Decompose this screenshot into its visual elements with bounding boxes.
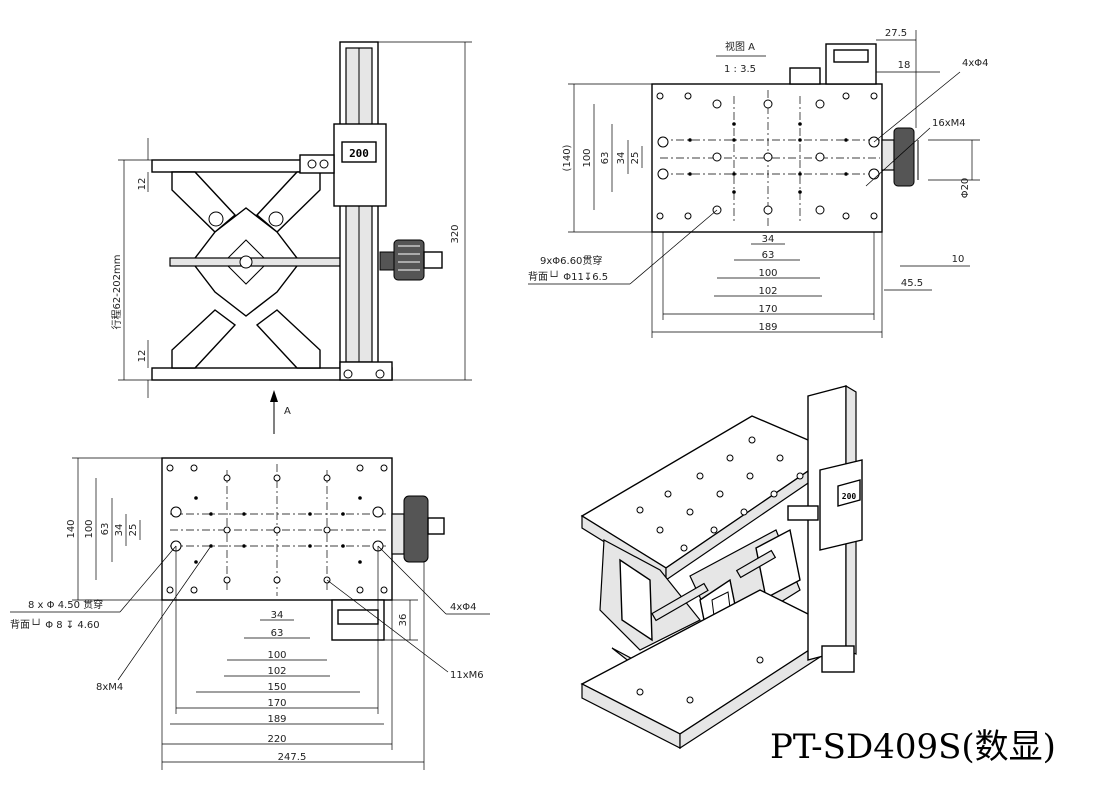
dim-bottom-plate: 12 [137,350,148,363]
dim-height: 320 [450,224,461,243]
svg-text:100: 100 [267,650,286,661]
scissor-mechanism [169,171,351,369]
svg-text:63: 63 [271,628,284,639]
display-value: 200 [349,147,369,160]
dim-18: 18 [898,60,911,71]
svg-text:63: 63 [762,250,775,261]
dim-t-140: 140 [66,519,77,538]
note-t-back: 背面└┘ Φ 8 ↧ 4.60 [10,618,100,631]
note-a-back: 背面└┘ Φ11↧6.5 [528,270,608,283]
dim-a-25: 25 [630,152,641,165]
stroke-label: 行程62-202mm [110,255,123,330]
dim-27-5: 27.5 [885,28,907,39]
svg-text:220: 220 [267,734,286,745]
note-a-4x: 4xΦ4 [962,58,989,69]
dim-10: 10 [952,254,965,265]
view-a-holes [656,92,880,220]
dim-top-plate: 12 [137,178,148,191]
dim-a-140: (140) [562,144,573,171]
svg-text:189: 189 [758,322,777,333]
isometric-view: 200 [580,384,863,750]
dim-t-25: 25 [128,524,139,537]
dim-a-34: 34 [616,152,627,165]
dim-a-100: 100 [582,148,593,167]
view-arrow-label: A [284,406,291,417]
svg-text:102: 102 [758,286,777,297]
svg-text:170: 170 [267,698,286,709]
dim-t-63: 63 [100,523,111,536]
dim-a-63: 63 [600,152,611,165]
svg-text:170: 170 [758,304,777,315]
note-t-4x: 4xΦ4 [450,602,477,613]
adjust-knob-shaft [379,251,395,271]
dim-t-100: 100 [84,519,95,538]
view-a: 视图 A 1 : 3.5 [528,28,989,338]
digital-display [341,141,377,163]
dim-45-5: 45.5 [901,278,923,289]
top-view-knob [403,495,429,563]
svg-text:34: 34 [762,234,775,245]
svg-text:247.5: 247.5 [278,752,307,763]
view-a-horizontal-dims: 34 63 100 102 170 189 [651,232,883,338]
side-view: 200 320 行程62-202mm 12 12 [110,41,472,434]
dim-36: 36 [398,614,409,627]
note-a-16: 16xM4 [932,118,966,129]
note-t-8xm4: 8xM4 [96,682,123,693]
view-a-scale: 1 : 3.5 [724,64,756,75]
digital-display-housing [333,123,387,207]
svg-text:150: 150 [267,682,286,693]
note-a-through: 9xΦ6.60贯穿 [540,254,602,267]
top-view-horizontal-dims: 34 63 100 102 150 170 189 220 247.5 [161,546,425,770]
dim-phi20: Φ20 [960,178,971,199]
svg-text:34: 34 [271,610,284,621]
top-view: 140 100 63 34 25 34 63 100 102 150 170 1… [10,457,490,770]
note-t-through: 8 x Φ 4.50 贯穿 [28,598,103,611]
dim-t-34: 34 [114,524,125,537]
svg-text:102: 102 [267,666,286,677]
note-t-11: 11xM6 [450,670,484,681]
model-label: PT-SD409S(数显) [770,727,1056,767]
view-a-title: 视图 A [725,40,755,53]
svg-text:100: 100 [758,268,777,279]
svg-text:189: 189 [267,714,286,725]
iso-display-value: 200 [842,492,857,501]
